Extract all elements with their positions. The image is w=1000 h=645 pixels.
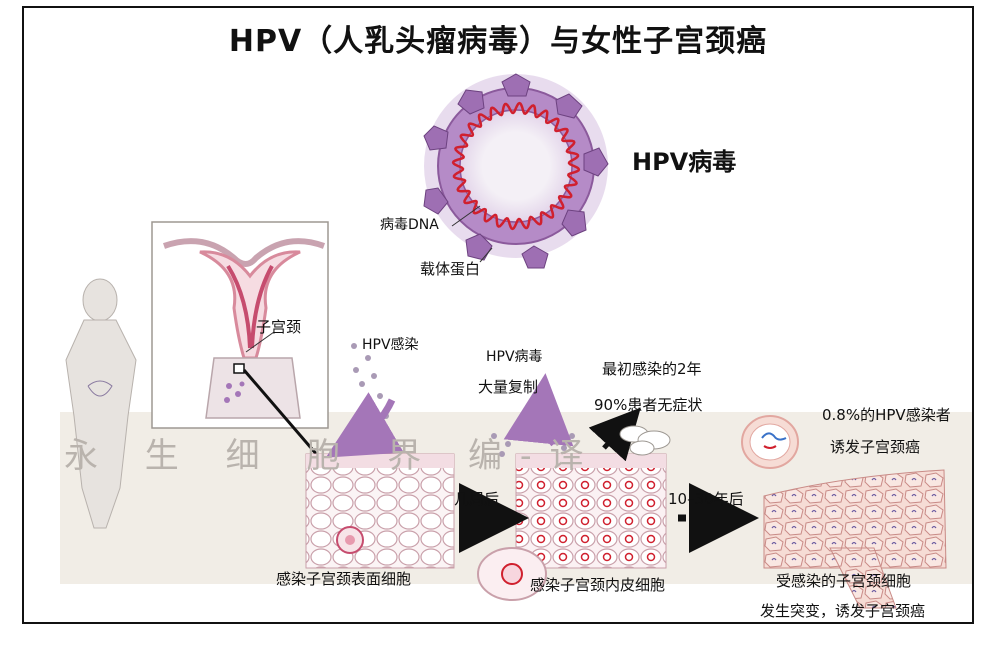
- mutation-caption-2: 发生突变，诱发子宫颈癌: [760, 602, 926, 620]
- cleared-cells: [619, 425, 671, 456]
- asymptomatic-arrow: [588, 407, 641, 462]
- watermark-text: 永 生 细 胞 界 编-译: [64, 436, 602, 476]
- mutation-caption-1: 受感染的子宫颈细胞: [776, 572, 912, 590]
- hpv-virus-illustration: [423, 73, 609, 269]
- cervix-label: 子宫颈: [256, 318, 302, 336]
- replication-arrow: [503, 373, 574, 447]
- asymptomatic-label-2: 90%患者无症状: [594, 396, 703, 414]
- tissue-stage-cancer: [763, 469, 947, 609]
- hpv-replication-label-1: HPV病毒: [486, 349, 543, 365]
- cancer-rate-label-1: 0.8%的HPV感染者: [822, 406, 951, 424]
- viral-dna-strand: [451, 101, 581, 231]
- mutated-cell-zoom: [741, 415, 799, 469]
- uterus-anatomy-panel: [151, 221, 332, 471]
- diagram-frame: HPV（人乳头瘤病毒）与女性子宫颈癌: [22, 6, 974, 624]
- tissue-stage-surface-infection: [305, 453, 455, 569]
- capsid-protein-label: 载体蛋白: [420, 260, 481, 278]
- hpv-replication-label-2: 大量复制: [478, 378, 539, 396]
- hpv-infection-label: HPV感染: [362, 337, 419, 353]
- page-title: HPV（人乳头瘤病毒）与女性子宫颈癌: [228, 24, 768, 59]
- infection-arrow: [325, 392, 404, 458]
- weeks-later-label: 几周后: [454, 490, 500, 508]
- surface-infection-caption: 感染子宫颈表面细胞: [276, 570, 412, 588]
- cancer-rate-label-2: 诱发子宫颈癌: [830, 438, 921, 456]
- years-later-label: 10–30年后: [668, 490, 744, 508]
- asymptomatic-label-1: 最初感染的2年: [602, 360, 702, 378]
- infected-cell-zoom: [477, 547, 547, 601]
- endothelial-infection-caption: 感染子宫颈内皮细胞: [530, 576, 666, 594]
- virus-name-label: HPV病毒: [632, 148, 737, 176]
- female-silhouette-icon: [65, 278, 137, 529]
- diagram-illustration: [60, 73, 972, 609]
- virus-dna-label: 病毒DNA: [380, 217, 439, 233]
